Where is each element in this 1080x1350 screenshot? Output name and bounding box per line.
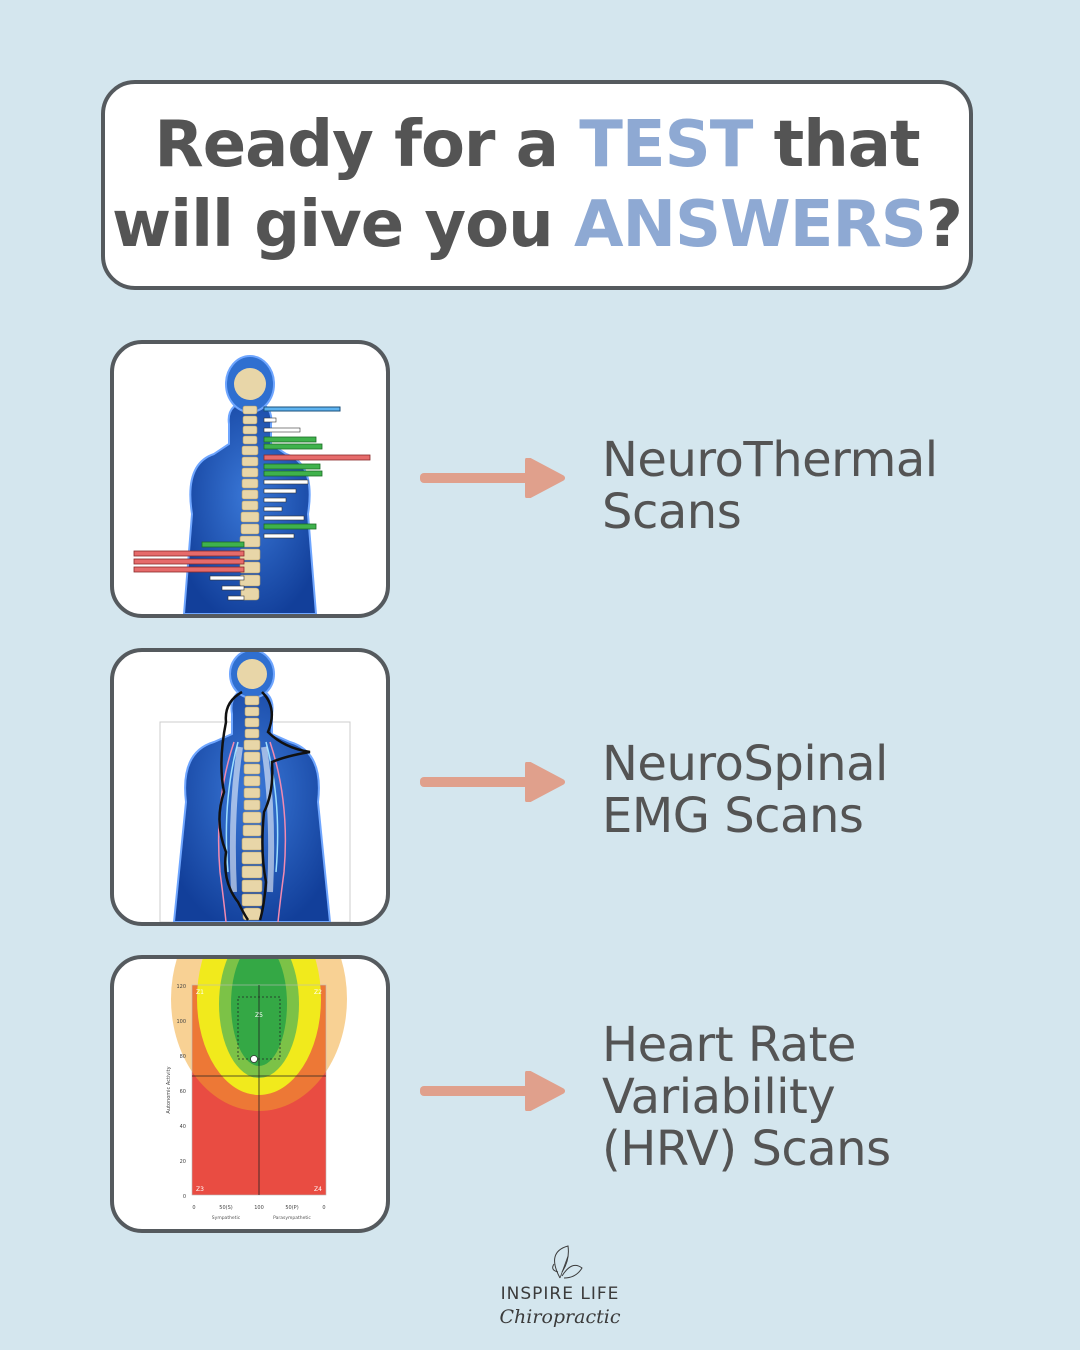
arrow-right-icon bbox=[420, 458, 565, 498]
x-tick: 50(P) bbox=[285, 1205, 298, 1211]
neurospinal-emg-label: NeuroSpinal EMG Scans bbox=[602, 738, 888, 842]
arrow-right-icon bbox=[420, 1071, 565, 1111]
scan-label-line: NeuroThermal bbox=[602, 432, 938, 488]
x-tick: 0 bbox=[322, 1205, 325, 1211]
zone-label: Z1 bbox=[196, 989, 204, 996]
zone-label: Z5 bbox=[255, 1012, 263, 1019]
zone-label: Z2 bbox=[314, 989, 322, 996]
headline-text: that bbox=[752, 108, 921, 182]
y-tick: 60 bbox=[180, 1089, 186, 1095]
x-tick: 50(S) bbox=[219, 1205, 232, 1211]
neurothermal-scan-image bbox=[110, 340, 390, 618]
x-axis-label-left: Sympathetic bbox=[212, 1215, 241, 1221]
y-tick: 80 bbox=[180, 1054, 186, 1060]
brand-logo: INSPIRE LIFE Chiropractic bbox=[480, 1242, 640, 1342]
hrv-label: Heart Rate Variability (HRV) Scans bbox=[602, 1019, 891, 1175]
arrow-right-icon bbox=[420, 762, 565, 802]
hrv-scan-image: Z1 Z2 Z3 Z4 Z5 120 100 80 60 40 20 0 0 5… bbox=[110, 955, 390, 1233]
y-tick: 0 bbox=[183, 1194, 186, 1200]
scan-label-line: (HRV) Scans bbox=[602, 1121, 891, 1177]
headline-box: Ready for a TEST that will give you ANSW… bbox=[101, 80, 973, 290]
x-tick: 0 bbox=[192, 1205, 195, 1211]
zone-label: Z3 bbox=[196, 1186, 204, 1193]
spine-emg-illustration bbox=[159, 652, 351, 922]
logo-tagline: Chiropractic bbox=[499, 1306, 621, 1328]
headline-text: will give you bbox=[112, 188, 574, 262]
scan-label-line: Variability bbox=[602, 1069, 836, 1125]
scan-label-line: NeuroSpinal bbox=[602, 736, 888, 792]
headline-accent-test: TEST bbox=[579, 108, 753, 182]
headline-line-1: Ready for a TEST that bbox=[154, 105, 921, 185]
scan-label-line: EMG Scans bbox=[602, 788, 864, 844]
headline-text: ? bbox=[925, 188, 963, 262]
x-axis-label-right: Parasympathetic bbox=[273, 1215, 311, 1221]
headline-line-2: will give you ANSWERS? bbox=[112, 185, 963, 265]
zone-label: Z4 bbox=[314, 1186, 322, 1193]
logo-name: INSPIRE LIFE bbox=[500, 1284, 620, 1304]
y-tick: 20 bbox=[180, 1159, 186, 1165]
neurothermal-label: NeuroThermal Scans bbox=[602, 434, 938, 538]
hrv-zone-chart: Z1 Z2 Z3 Z4 Z5 120 100 80 60 40 20 0 0 5… bbox=[166, 959, 347, 1221]
x-tick: 100 bbox=[254, 1205, 264, 1211]
spine-thermal-illustration bbox=[133, 355, 371, 614]
headline-text: Ready for a bbox=[154, 108, 580, 182]
scan-label-line: Heart Rate bbox=[602, 1017, 856, 1073]
headline-accent-answers: ANSWERS bbox=[573, 188, 927, 262]
y-axis-label: Autonomic Activity bbox=[166, 1066, 172, 1113]
neurospinal-emg-scan-image bbox=[110, 648, 390, 926]
y-tick: 120 bbox=[176, 984, 186, 990]
butterfly-icon bbox=[552, 1245, 583, 1279]
scan-label-line: Scans bbox=[602, 484, 742, 540]
y-tick: 100 bbox=[176, 1019, 186, 1025]
y-tick: 40 bbox=[180, 1124, 186, 1130]
